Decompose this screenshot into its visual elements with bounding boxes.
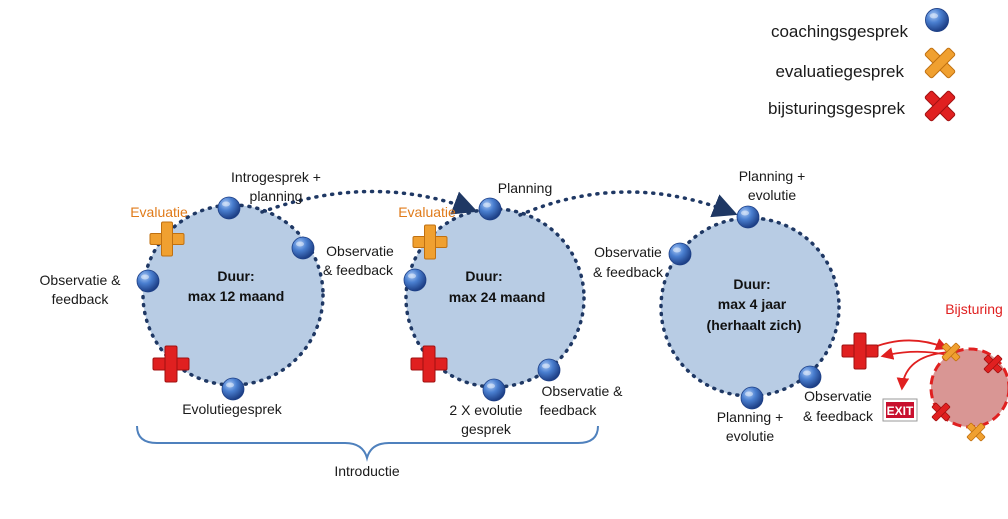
exit-label: EXIT <box>887 404 914 418</box>
phase1-evolutie-ball-icon <box>221 377 245 401</box>
bijsturing-arrow-back <box>880 347 949 360</box>
phase1-obs-left-label-1: Observatie & <box>40 272 122 288</box>
legend-evaluatie-label: evaluatiegesprek <box>775 62 904 81</box>
phase2-planning-label: Planning <box>498 180 553 196</box>
phase2-duur-value: max 24 maand <box>449 289 546 305</box>
phase3-obs-left-label-1: Observatie <box>594 244 662 260</box>
phase1-duur-value: max 12 maand <box>188 288 285 304</box>
legend-bijsturing-label: bijsturingsgesprek <box>768 99 906 118</box>
phase1-observatie-ball-icon <box>291 236 315 260</box>
phase3-planning-top-ball-icon <box>736 205 760 229</box>
phase3-obs-right-label-1: Observatie <box>804 388 872 404</box>
phase3-plan-bottom-label-1: Planning + <box>717 409 784 425</box>
phase2-duur-label: Duur: <box>465 268 502 284</box>
phase2-obs-label-2: feedback <box>540 402 598 418</box>
phase1-observatie-left-ball-icon <box>136 269 160 293</box>
phase3-obs-right-label-2: & feedback <box>803 408 874 424</box>
phase3-planning-bottom-ball-icon <box>740 386 764 410</box>
legend-coaching-label: coachingsgesprek <box>771 22 909 41</box>
phase2-planning-ball-icon <box>478 197 502 221</box>
introductie-brace <box>136 425 599 462</box>
phase2-evolutie-label-2: gesprek <box>461 421 512 437</box>
transition-arrow-2 <box>518 190 738 218</box>
phase1-intro-label-1: Introgesprek + <box>231 169 321 185</box>
phase2-left-ball-icon <box>403 268 427 292</box>
phase3-duur-value: max 4 jaar <box>718 296 787 312</box>
phase3-duur-label: Duur: <box>733 276 770 292</box>
bijsturing-label: Bijsturing <box>945 301 1003 317</box>
phase3-duur-note: (herhaalt zich) <box>707 317 802 333</box>
phase1-intro-ball-icon <box>217 196 241 220</box>
phase3-obs-left-label-2: & feedback <box>593 264 664 280</box>
phase2-obs-label-1: Observatie & <box>542 383 624 399</box>
bijsturing-arrow-exit <box>896 351 951 391</box>
phase2-evolutie-label-1: 2 X evolutie <box>449 402 522 418</box>
phase2-evolutie-ball-icon <box>482 378 506 402</box>
phase1-obs-left-label-2: feedback <box>52 291 110 307</box>
phase2-evaluatie-label: Evaluatie <box>398 204 456 220</box>
phase3-plan-top-label-1: Planning + <box>739 168 806 184</box>
phase1-evolutie-label: Evolutiegesprek <box>182 401 283 417</box>
phase3-observatie-left-ball-icon <box>668 242 692 266</box>
coaching-ball-icon <box>924 7 950 33</box>
phase2-observatie-ball-icon <box>537 358 561 382</box>
exit-sign: EXIT <box>882 398 918 422</box>
introductie-label: Introductie <box>334 463 400 479</box>
phase1-evaluatie-label: Evaluatie <box>130 204 188 220</box>
phase3-plan-top-label-2: evolutie <box>748 187 796 203</box>
phase1-duur-label: Duur: <box>217 268 254 284</box>
legend: coachingsgesprek evaluatiegesprek bijstu… <box>768 7 957 123</box>
phase3-plan-bottom-label-2: evolutie <box>726 428 774 444</box>
phase1-obs-right-label-2: & feedback <box>323 262 394 278</box>
phase3-observatie-right-ball-icon <box>798 365 822 389</box>
evaluation-cross-icon <box>923 46 957 80</box>
correction-cross-icon <box>923 89 957 123</box>
bijsturing-arrow-in <box>876 338 949 350</box>
phase1-intro-label-2: planning <box>250 188 303 204</box>
phase3-correction-plus-icon <box>841 332 879 370</box>
phase1-obs-right-label-1: Observatie <box>326 243 394 259</box>
